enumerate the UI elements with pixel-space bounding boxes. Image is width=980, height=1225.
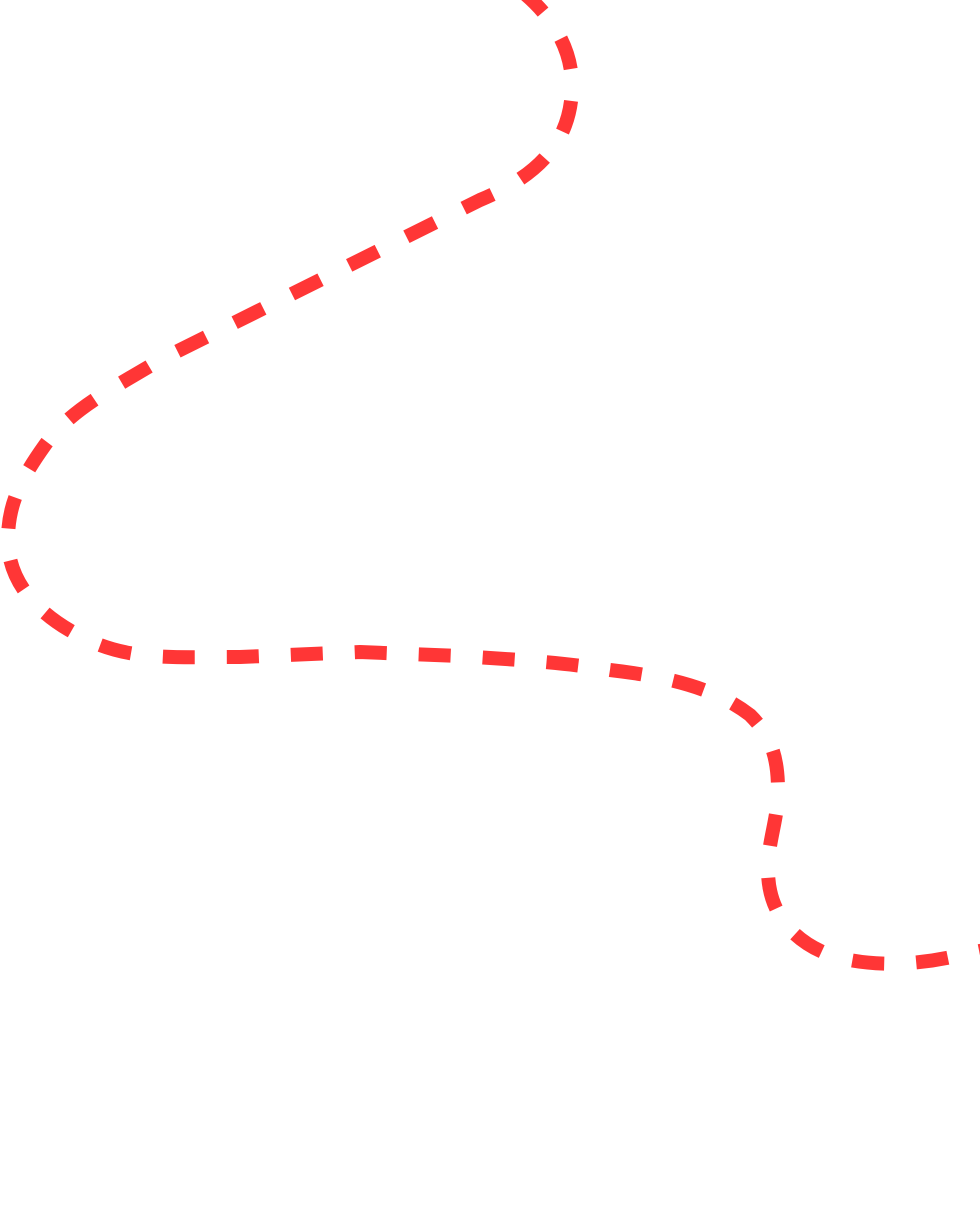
red-dashed-route-line — [1, 0, 980, 971]
